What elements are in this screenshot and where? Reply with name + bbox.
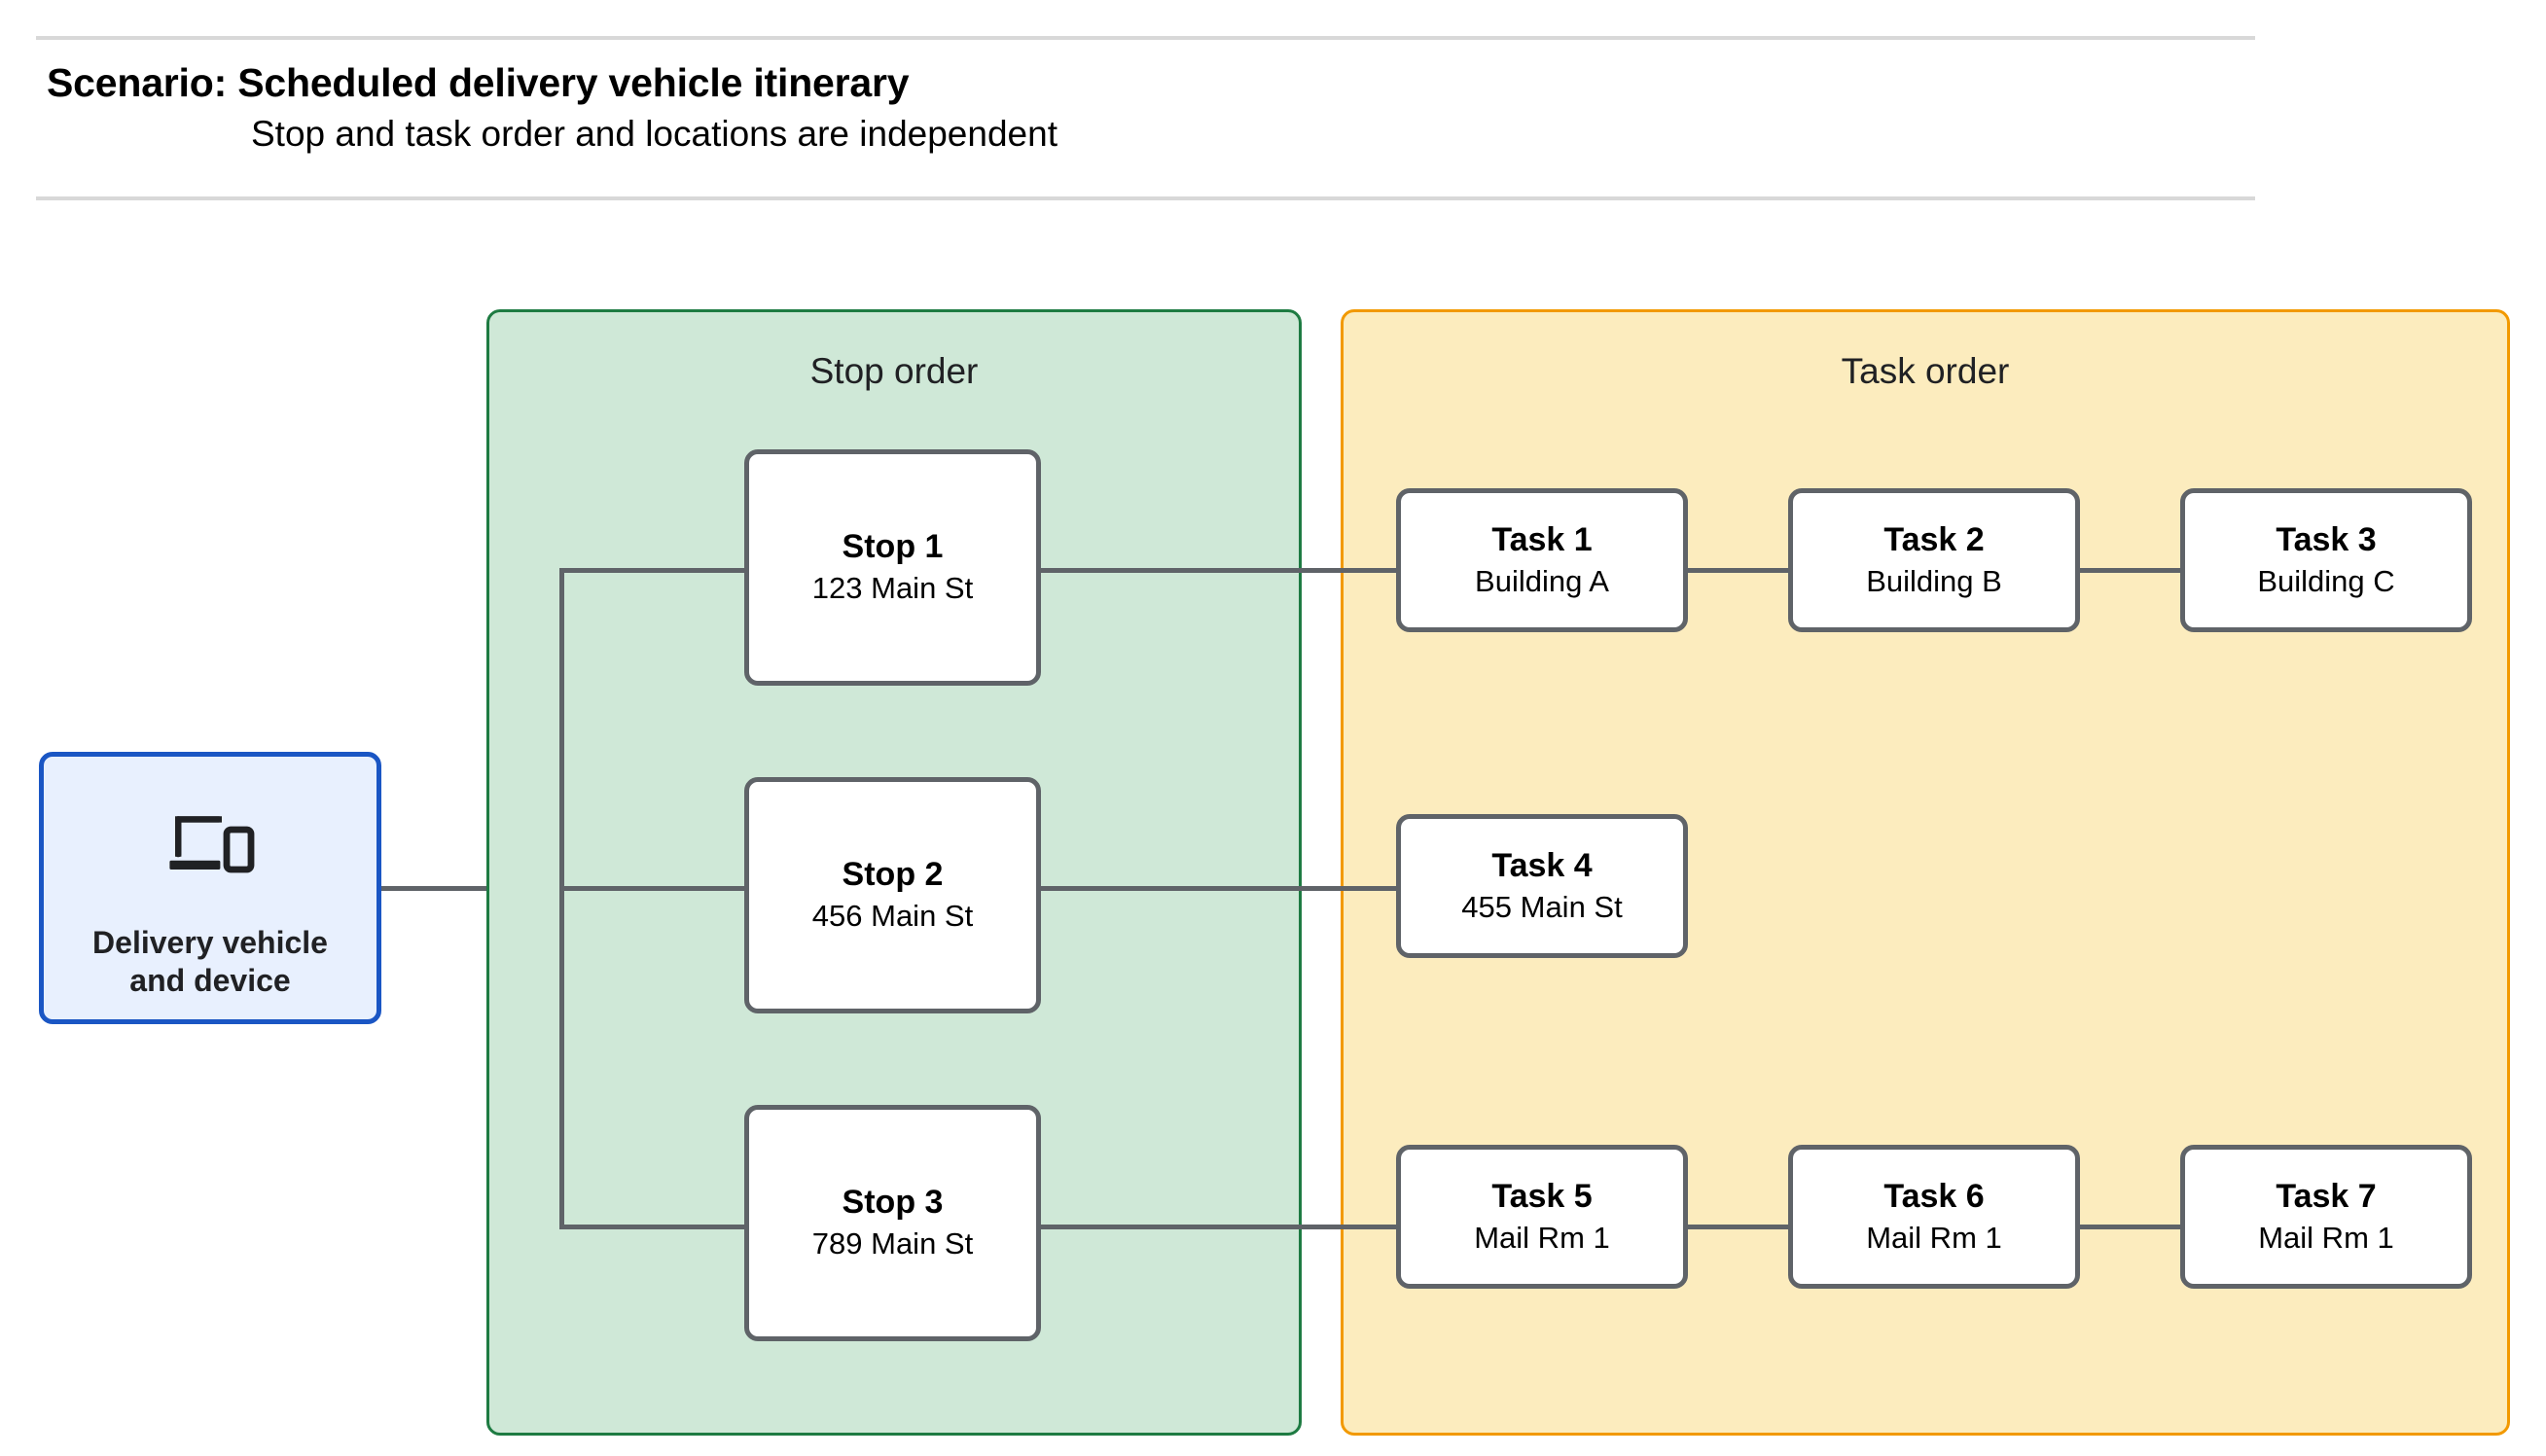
connector-task1-to-task2 xyxy=(1678,568,1795,573)
connector-stop3-to-task5 xyxy=(1041,1225,1401,1229)
header-divider-bottom xyxy=(36,196,2255,200)
stop-node-1-address: 123 Main St xyxy=(811,571,974,606)
stop-order-panel-title: Stop order xyxy=(809,351,979,391)
stop-node-1[interactable]: Stop 1 123 Main St xyxy=(744,449,1041,686)
stop-node-3-title: Stop 3 xyxy=(842,1184,944,1222)
connector-stop-trunk-vertical xyxy=(559,568,564,1229)
task-node-7[interactable]: Task 7 Mail Rm 1 xyxy=(2180,1145,2472,1289)
task-node-5-location: Mail Rm 1 xyxy=(1474,1220,1610,1255)
vehicle-node-label: Delivery vehicle and device xyxy=(92,925,328,999)
delivery-vehicle-and-device-node[interactable]: Delivery vehicle and device xyxy=(39,752,381,1024)
task-node-5[interactable]: Task 5 Mail Rm 1 xyxy=(1396,1145,1688,1289)
task-node-1-location: Building A xyxy=(1475,563,1609,598)
stop-node-3[interactable]: Stop 3 789 Main St xyxy=(744,1105,1041,1341)
devices-icon xyxy=(165,811,255,873)
task-node-3-location: Building C xyxy=(2257,563,2395,598)
task-node-7-location: Mail Rm 1 xyxy=(2258,1220,2394,1255)
task-node-2-title: Task 2 xyxy=(1883,520,1985,558)
task-node-4-location: 455 Main St xyxy=(1461,889,1623,924)
task-order-panel-title: Task order xyxy=(1841,351,2010,391)
connector-trunk-to-stop3 xyxy=(559,1225,754,1229)
stop-node-2[interactable]: Stop 2 456 Main St xyxy=(744,777,1041,1013)
stop-node-2-title: Stop 2 xyxy=(842,856,944,894)
task-node-3[interactable]: Task 3 Building C xyxy=(2180,488,2472,632)
connector-stop1-to-task1 xyxy=(1041,568,1401,573)
connector-vehicle-to-trunk xyxy=(381,886,562,891)
task-node-1[interactable]: Task 1 Building A xyxy=(1396,488,1688,632)
stop-node-3-address: 789 Main St xyxy=(811,1226,974,1261)
header-divider-top xyxy=(36,36,2255,40)
task-node-1-title: Task 1 xyxy=(1491,520,1593,558)
connector-trunk-to-stop1 xyxy=(559,568,754,573)
task-node-5-title: Task 5 xyxy=(1491,1177,1593,1215)
task-node-7-title: Task 7 xyxy=(2276,1177,2377,1215)
connector-task5-to-task6 xyxy=(1678,1225,1795,1229)
task-node-3-title: Task 3 xyxy=(2276,520,2377,558)
connector-task6-to-task7 xyxy=(2067,1225,2184,1229)
task-node-6[interactable]: Task 6 Mail Rm 1 xyxy=(1788,1145,2080,1289)
task-node-6-location: Mail Rm 1 xyxy=(1866,1220,2002,1255)
task-node-4-title: Task 4 xyxy=(1491,846,1593,884)
task-node-4[interactable]: Task 4 455 Main St xyxy=(1396,814,1688,958)
page-subtitle: Stop and task order and locations are in… xyxy=(251,114,1058,154)
task-node-6-title: Task 6 xyxy=(1883,1177,1985,1215)
page-title: Scenario: Scheduled delivery vehicle iti… xyxy=(47,60,910,105)
connector-stop2-to-task4 xyxy=(1041,886,1401,891)
stop-node-2-address: 456 Main St xyxy=(811,899,974,934)
stop-node-1-title: Stop 1 xyxy=(842,528,944,566)
task-node-2[interactable]: Task 2 Building B xyxy=(1788,488,2080,632)
task-node-2-location: Building B xyxy=(1866,563,2002,598)
connector-task2-to-task3 xyxy=(2067,568,2184,573)
connector-trunk-to-stop2 xyxy=(559,886,754,891)
